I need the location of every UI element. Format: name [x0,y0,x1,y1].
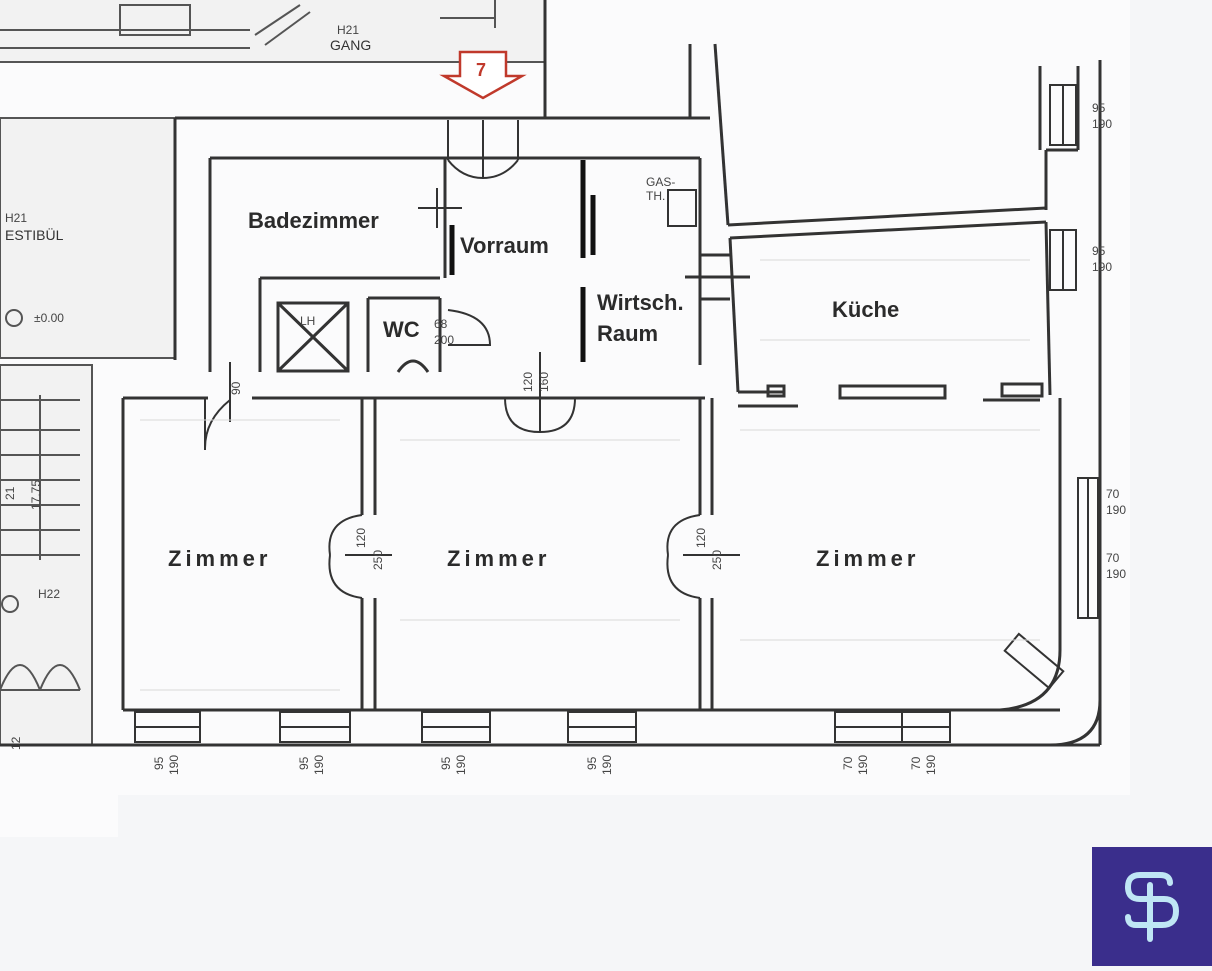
dim-wc-door-a: 68 [434,317,448,331]
dim-bottom-2a: 95 [297,756,311,770]
stair-dim-1: 21 [3,486,17,500]
dim-bottom-1b: 190 [167,755,181,775]
shaft-label: LH [300,314,315,328]
dim-door-a-1: 120 [354,528,368,548]
dim-right-3a: 70 [1106,487,1120,501]
room-kueche: Küche [832,297,899,322]
room-zimmer-right: Zimmer [816,546,919,571]
dim-door-a-2: 250 [371,550,385,570]
gas-heater [667,189,697,227]
vestibul-label: ESTIBÜL [5,226,64,243]
dim-door-90-a: 90 [229,381,243,395]
partitions [449,160,596,362]
dim-bottom-3a: 95 [439,756,453,770]
lower-left-code: H22 [38,587,60,601]
level-mark: ±0.00 [34,311,64,325]
kitchen-openings [685,253,1044,408]
room-wc: WC [383,317,420,342]
entrance-number: 7 [476,60,486,80]
dim-bottom-4b: 190 [600,755,614,775]
dim-bottom-4a: 95 [585,756,599,770]
dim-wc-door-b: 200 [434,333,454,347]
dim-door-b-2: 250 [710,550,724,570]
down-arrow-icon [439,50,527,100]
dim-bottom-5b: 190 [856,755,870,775]
dim-right-4b: 190 [1106,567,1126,581]
room-badezimmer: Badezimmer [248,208,379,233]
room-zimmer-middle: Zimmer [447,546,550,571]
apartment-walls [0,0,1102,747]
dim-door-120-160-a: 120 [521,372,535,392]
gas-label-1: GAS- [646,175,675,189]
dimension-labels: 95 190 95 190 70 190 70 190 68 200 90 12… [152,101,1126,775]
dim-right-3b: 190 [1106,503,1126,517]
dim-bottom-1a: 95 [152,756,166,770]
top-neighbour [0,0,545,63]
dim-door-b-1: 120 [694,528,708,548]
room-vorraum: Vorraum [460,233,549,258]
stair-dim-3: 12 [9,736,23,750]
dim-right-1b: 190 [1092,117,1112,131]
dim-bottom-6a: 70 [909,756,923,770]
dim-right-2a: 95 [1092,244,1106,258]
dim-right-2b: 190 [1092,260,1112,274]
stair-dim-2: 17.75 [29,480,43,510]
sp-monogram-logo [1092,847,1212,966]
room-wirtsch-line1: Wirtsch. [597,290,684,315]
doors [204,120,1065,690]
dim-door-120-160-b: 160 [537,372,551,392]
dim-bottom-3b: 190 [454,755,468,775]
hatching [140,259,1040,691]
room-wirtsch-line2: Raum [597,321,658,346]
dim-bottom-2b: 190 [312,755,326,775]
entrance-arrow: 7 [439,50,527,100]
dim-right-1a: 95 [1092,101,1106,115]
gang-label: GANG [330,37,371,53]
top-left-code: H21 [337,23,359,37]
room-zimmer-left: Zimmer [168,546,271,571]
vestibul-code: H21 [5,211,27,225]
gas-label-2: TH. [646,189,665,203]
dim-bottom-6b: 190 [924,755,938,775]
dim-right-4a: 70 [1106,551,1120,565]
windows [134,84,1099,743]
dim-bottom-5a: 70 [841,756,855,770]
plan-paper-left [0,795,118,837]
logo-mark [1124,872,1180,942]
